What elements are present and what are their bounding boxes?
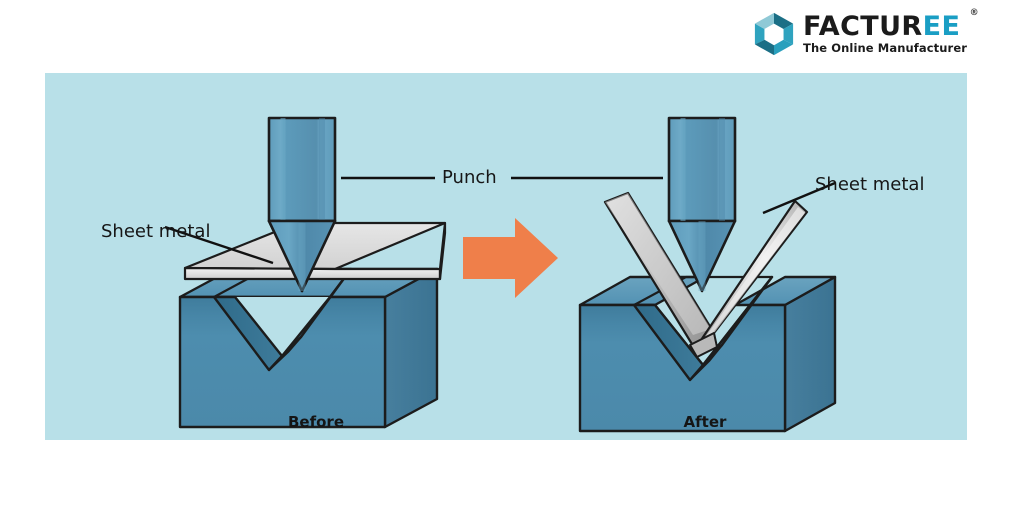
v-die-block-before [178, 267, 439, 429]
label-sheet-metal-left: Sheet metal [101, 221, 211, 242]
brand-wordmark: FACTUREE ® The Online Manufacturer [803, 9, 979, 56]
hexagon-cube-logo-icon [754, 12, 794, 56]
sheet-metal-leader-left [164, 225, 274, 265]
brand-logo[interactable]: FACTUREE ® The Online Manufacturer [753, 9, 979, 56]
illustration-panel: . [45, 73, 967, 440]
registered-trademark-icon: ® [969, 8, 979, 19]
sheet-metal-leader-right [762, 181, 836, 215]
right-arrow-icon [463, 218, 558, 298]
after-diagram [578, 116, 837, 433]
sheet-metal-flat-before [183, 219, 447, 293]
brand-name: FACTUREE ® [803, 9, 979, 43]
caption-before: Before [287, 413, 344, 431]
label-sheet-metal-right: Sheet metal [815, 174, 925, 195]
brand-name-part2: EE [922, 11, 961, 43]
v-bending-illustration: . [164, 116, 837, 433]
v-die-block-after [578, 275, 837, 433]
punch-after [667, 116, 737, 293]
before-diagram: . [178, 116, 447, 429]
brand-name-part1: FACTUR [803, 11, 923, 43]
label-punch: Punch [442, 167, 497, 188]
sheet-metal-bent-after [603, 191, 809, 358]
caption-after: After [683, 413, 727, 431]
brand-tagline: The Online Manufacturer [803, 41, 967, 56]
leader-lines [164, 176, 836, 265]
